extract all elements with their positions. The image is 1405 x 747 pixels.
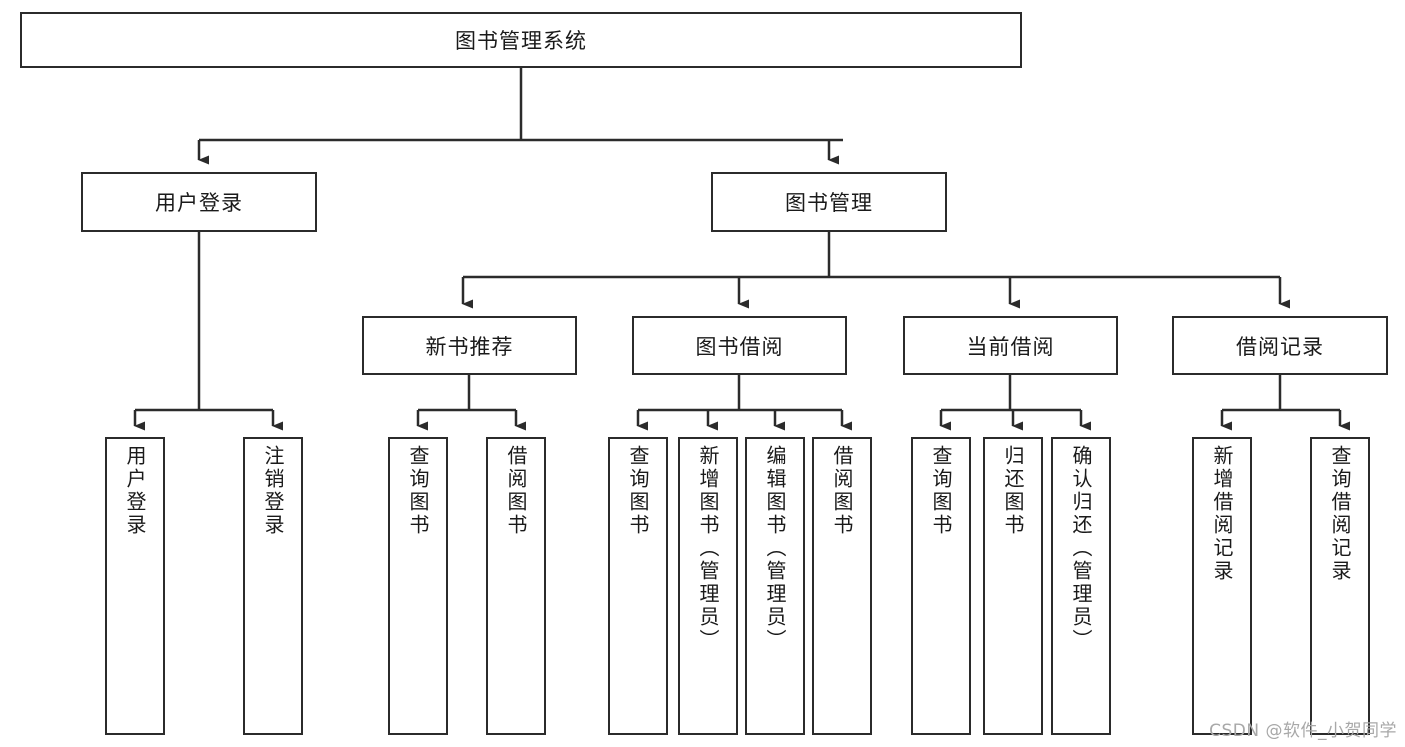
node-label: 新增图书（管理员） (696, 445, 720, 652)
node-label: 借阅图书 (830, 445, 854, 537)
node-leaf-add-book[interactable]: 新增图书（管理员） (678, 437, 738, 735)
node-label: 借阅图书 (504, 445, 528, 537)
node-new-book-rec[interactable]: 新书推荐 (362, 316, 577, 375)
node-label: 查询图书 (929, 445, 953, 537)
node-leaf-edit-book[interactable]: 编辑图书（管理员） (745, 437, 805, 735)
node-label: 查询借阅记录 (1328, 445, 1352, 583)
node-label: 新书推荐 (425, 334, 514, 359)
node-label: 注销登录 (261, 445, 285, 537)
node-book-borrow[interactable]: 图书借阅 (632, 316, 847, 375)
node-label: 当前借阅 (966, 334, 1055, 359)
node-borrow-record[interactable]: 借阅记录 (1172, 316, 1388, 375)
node-root[interactable]: 图书管理系统 (20, 12, 1022, 68)
node-leaf-user-login[interactable]: 用户登录 (105, 437, 165, 735)
node-label: 借阅记录 (1236, 334, 1324, 359)
node-user-login[interactable]: 用户登录 (81, 172, 317, 232)
node-label: 图书管理 (785, 191, 873, 215)
node-label: 确认归还（管理员） (1069, 445, 1093, 652)
node-label: 归还图书 (1001, 445, 1025, 537)
node-leaf-add-record[interactable]: 新增借阅记录 (1192, 437, 1252, 735)
node-label: 用户登录 (155, 191, 243, 215)
node-leaf-confirm-return[interactable]: 确认归还（管理员） (1051, 437, 1111, 735)
node-leaf-query-book-2[interactable]: 查询图书 (608, 437, 668, 735)
node-label: 图书管理系统 (455, 29, 587, 53)
watermark-text: CSDN @软件_小贺同学 (1209, 721, 1397, 741)
node-leaf-query-record[interactable]: 查询借阅记录 (1310, 437, 1370, 735)
node-leaf-borrow-book-1[interactable]: 借阅图书 (486, 437, 546, 735)
node-label: 新增借阅记录 (1210, 445, 1234, 583)
node-label: 查询图书 (626, 445, 650, 537)
node-leaf-return-book[interactable]: 归还图书 (983, 437, 1043, 735)
node-leaf-borrow-book-2[interactable]: 借阅图书 (812, 437, 872, 735)
node-current-borrow[interactable]: 当前借阅 (903, 316, 1118, 375)
node-label: 用户登录 (123, 445, 147, 537)
node-label: 查询图书 (406, 445, 430, 537)
node-label: 编辑图书（管理员） (763, 445, 787, 652)
node-book-manage[interactable]: 图书管理 (711, 172, 947, 232)
node-leaf-user-logout[interactable]: 注销登录 (243, 437, 303, 735)
node-leaf-query-book-1[interactable]: 查询图书 (388, 437, 448, 735)
node-label: 图书借阅 (695, 334, 784, 359)
node-leaf-query-book-3[interactable]: 查询图书 (911, 437, 971, 735)
